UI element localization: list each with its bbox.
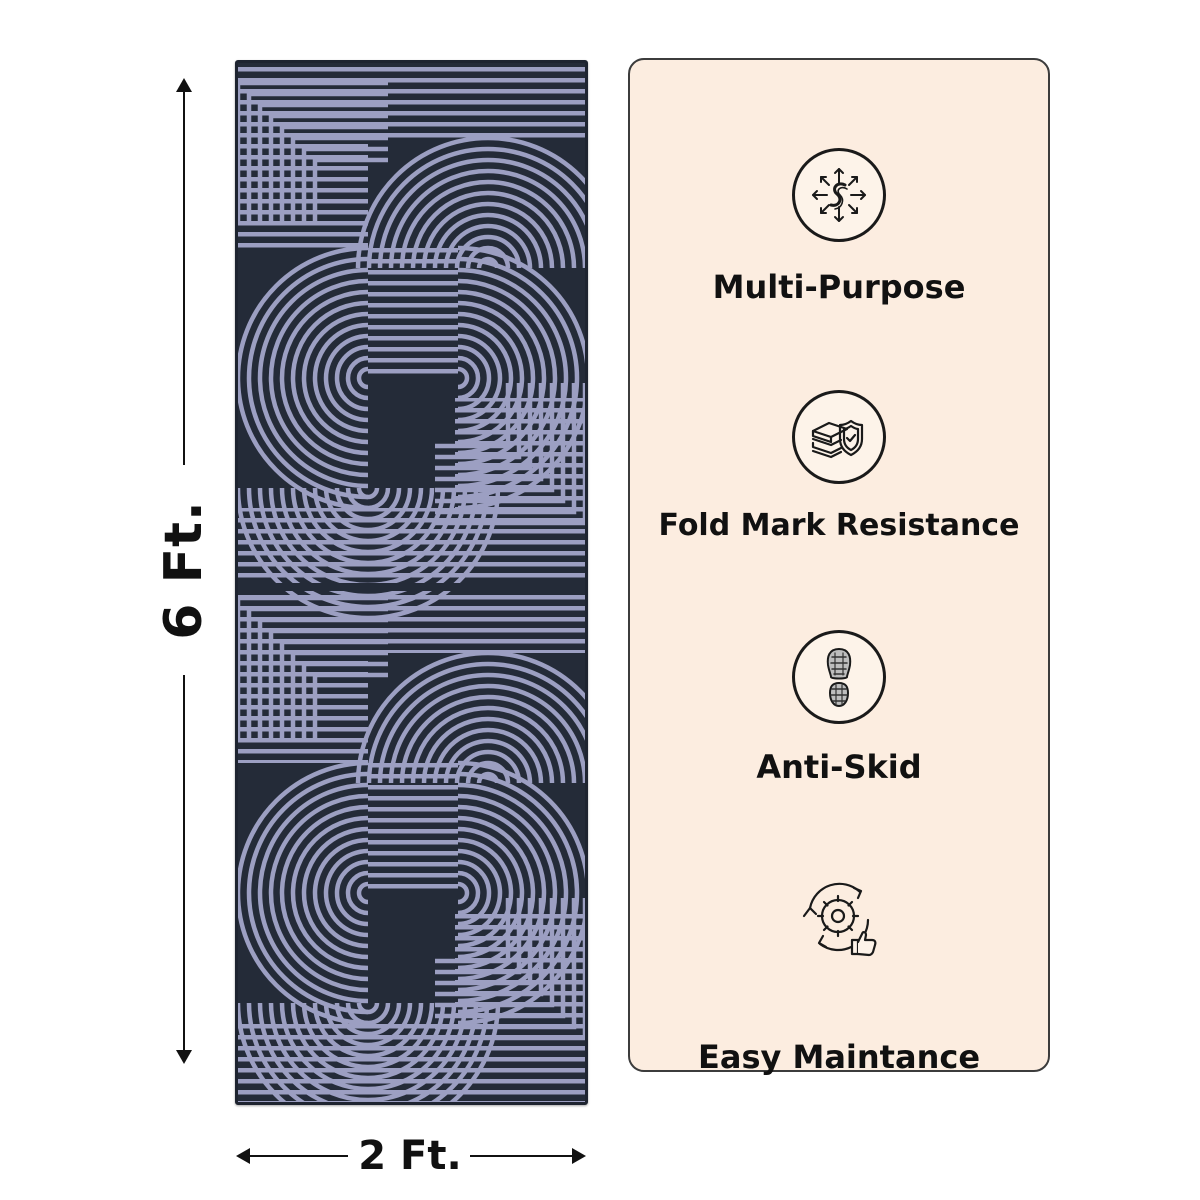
feature-label: Multi-Purpose <box>712 268 966 306</box>
feature-label: Fold Mark Resistance <box>658 508 1020 543</box>
width-arrow-right-icon <box>572 1148 586 1164</box>
width-arrow-left-icon <box>236 1148 250 1164</box>
gear-cycle-thumbs-up-icon <box>792 870 886 964</box>
height-label: 6 Ft. <box>154 500 214 640</box>
layers-shield-icon <box>792 390 886 484</box>
rug-image <box>235 60 588 1105</box>
height-dimension-line-bottom <box>183 675 185 1060</box>
shoe-sole-icon <box>792 630 886 724</box>
features-panel: Multi-Purpose Fold Mark Resistance <box>628 58 1050 1076</box>
feature-label: Easy Maintance <box>697 1038 981 1076</box>
feature-label: Anti-Skid <box>756 748 922 786</box>
height-dimension-line-top <box>183 82 185 465</box>
multi-direction-arrows-icon <box>792 148 886 242</box>
width-dimension-line-right <box>470 1155 574 1157</box>
width-label: 2 Ft. <box>358 1133 462 1179</box>
width-dimension-line-left <box>248 1155 348 1157</box>
rug-pattern <box>238 63 585 1102</box>
height-arrow-down-icon <box>176 1050 192 1064</box>
